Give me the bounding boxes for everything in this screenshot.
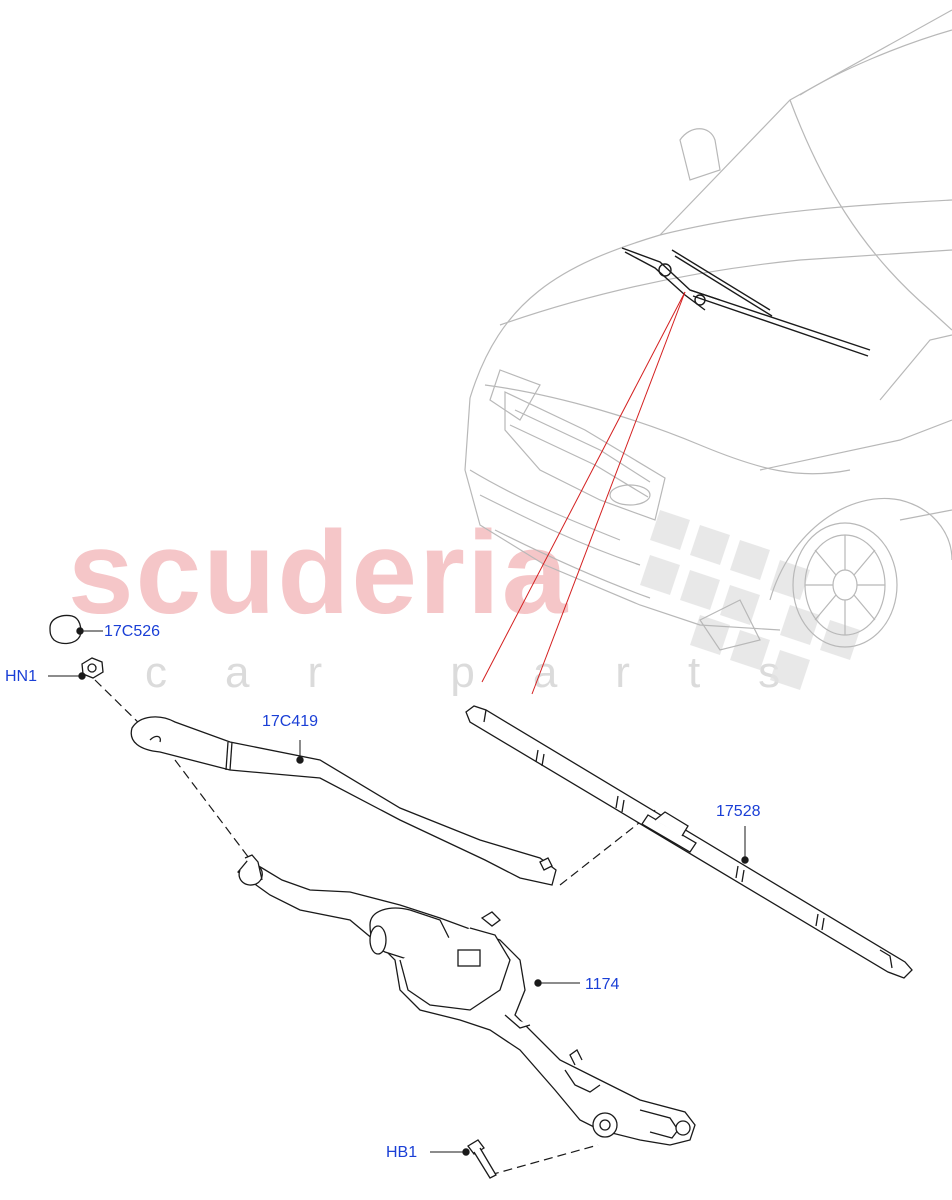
- leader-lines: [481, 291, 686, 695]
- callout-markers: [48, 627, 749, 1156]
- callout-17528[interactable]: 17528: [716, 803, 761, 820]
- callout-17c526[interactable]: 17C526: [104, 623, 161, 640]
- callout-hn1[interactable]: HN1: [5, 668, 38, 685]
- watermark-brand: scuderia: [68, 507, 570, 639]
- wiper-on-vehicle: [621, 247, 871, 357]
- cap-part: [49, 614, 82, 645]
- watermark-tagline: car parts: [145, 648, 839, 697]
- checkered-flag-watermark: [640, 510, 860, 690]
- bolt-part: [467, 1139, 497, 1179]
- vehicle-outline: [464, 9, 952, 651]
- wiper-arm-part: [130, 716, 557, 886]
- nut-part: [81, 657, 104, 679]
- motor-linkage-part: [237, 854, 696, 1146]
- wiper-blade-part: [465, 705, 913, 979]
- callout-17c419[interactable]: 17C419: [262, 713, 319, 730]
- callout-1174[interactable]: 1174: [585, 976, 620, 993]
- callout-hb1[interactable]: HB1: [386, 1144, 418, 1161]
